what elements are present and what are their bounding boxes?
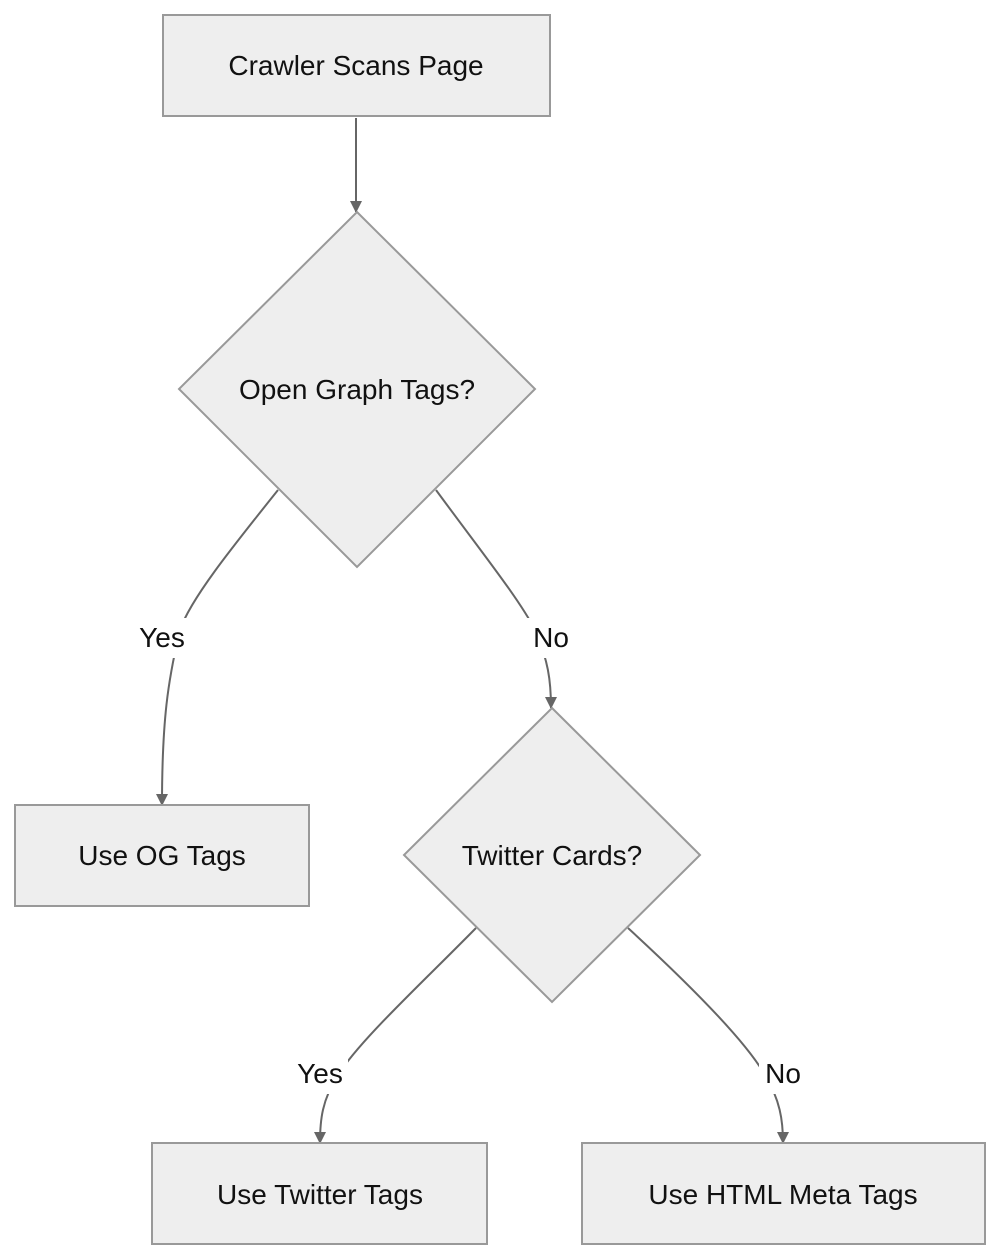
nodes: Crawler Scans Page Open Graph Tags? Use … [14, 14, 986, 1245]
node-crawler-label: Crawler Scans Page [228, 50, 483, 81]
edge-twitter-decision-yes [314, 927, 477, 1144]
edge-label-twitter-yes-text: Yes [297, 1058, 343, 1089]
process-box [162, 14, 551, 117]
node-og-decision-label: Open Graph Tags? [239, 374, 475, 405]
edge-label-bg [759, 1054, 807, 1094]
edges [156, 118, 789, 1144]
node-use-og-label: Use OG Tags [78, 840, 246, 871]
node-use-twitter-label: Use Twitter Tags [217, 1179, 423, 1210]
node-use-og-tags: Use OG Tags [14, 804, 310, 907]
node-use-html-meta-label: Use HTML Meta Tags [648, 1179, 917, 1210]
node-open-graph-decision: Open Graph Tags? [177, 210, 537, 569]
edge-og-decision-no [435, 489, 557, 709]
edge-label-twitter-no: No [759, 1054, 807, 1094]
decision-diamond [402, 706, 702, 1004]
edge-label-og-yes-text: Yes [139, 622, 185, 653]
process-box [14, 804, 310, 907]
edge-label-og-yes: Yes [134, 618, 190, 658]
node-crawler-scans-page: Crawler Scans Page [162, 14, 551, 117]
edge-twitter-decision-no [627, 927, 789, 1144]
edge-label-bg [527, 618, 575, 658]
edge-label-og-no: No [527, 618, 575, 658]
edge-label-bg [134, 618, 190, 658]
decision-diamond [177, 210, 537, 569]
node-twitter-cards-decision: Twitter Cards? [402, 706, 702, 1004]
node-twitter-decision-label: Twitter Cards? [462, 840, 643, 871]
node-use-twitter-tags: Use Twitter Tags [151, 1142, 488, 1245]
edge-label-bg [292, 1054, 348, 1094]
edge-label-og-no-text: No [533, 622, 569, 653]
process-box [151, 1142, 488, 1245]
edge-label-twitter-no-text: No [765, 1058, 801, 1089]
edge-label-twitter-yes: Yes [292, 1054, 348, 1094]
process-box [581, 1142, 986, 1245]
edge-labels: Yes No Yes No [134, 618, 807, 1094]
node-use-html-meta-tags: Use HTML Meta Tags [581, 1142, 986, 1245]
